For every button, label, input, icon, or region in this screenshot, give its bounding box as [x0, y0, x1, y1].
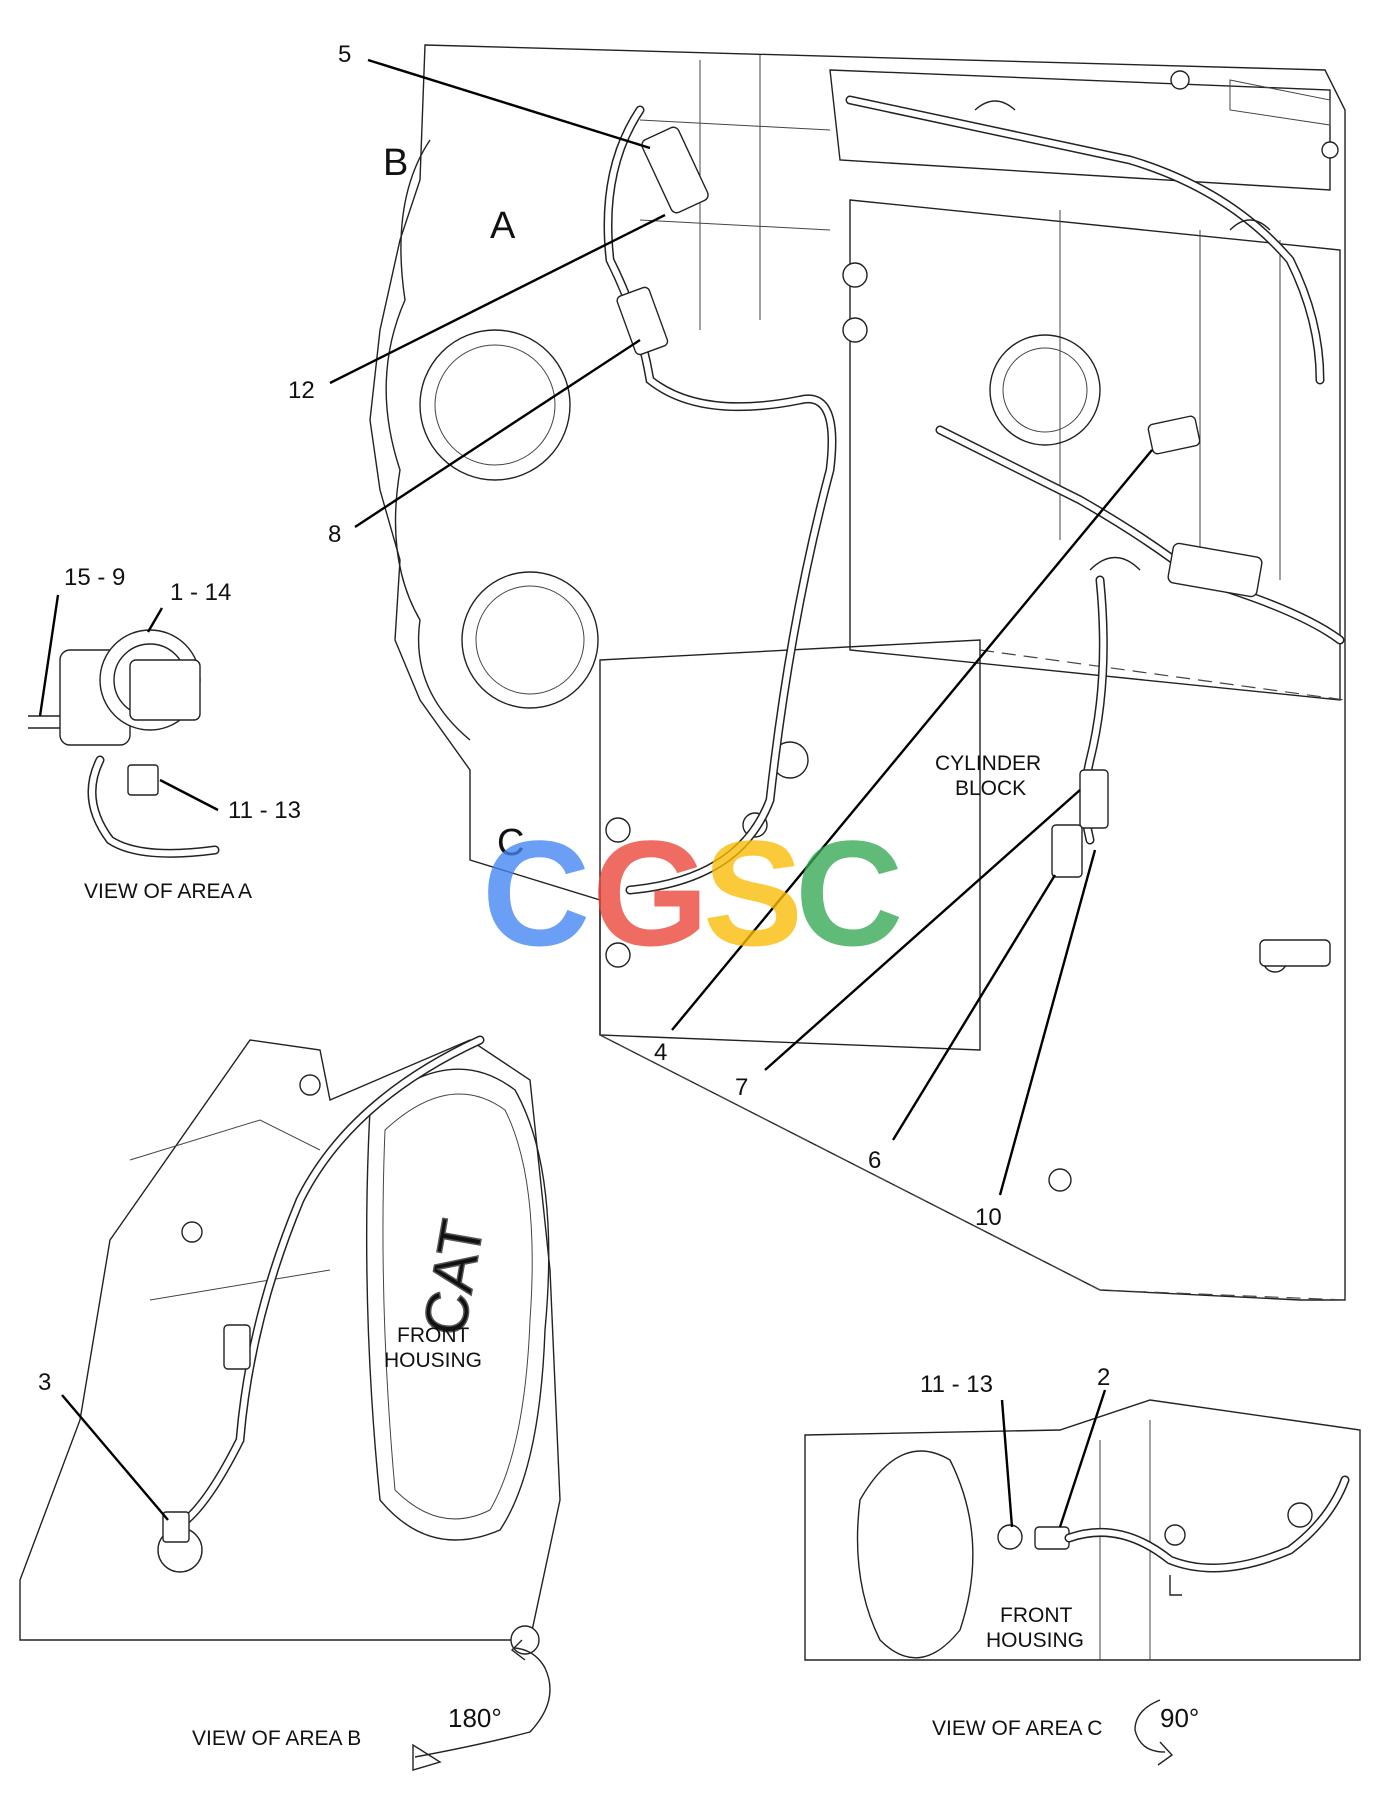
callout-7: 7 [735, 1074, 748, 1101]
watermark-letter-1: C [482, 809, 590, 977]
brand-mark-text: CAT [410, 1215, 496, 1340]
callout-2: 2 [1097, 1364, 1110, 1391]
area-letter-a: A [490, 205, 516, 247]
callout-3: 3 [38, 1369, 51, 1396]
area-letter-b: B [383, 142, 408, 184]
caption-view-area-b: VIEW OF AREA B [192, 1727, 361, 1750]
callout-12: 12 [288, 377, 315, 404]
rotation-90-label: 90° [1160, 1703, 1199, 1733]
callout-1-14: 1 - 14 [170, 579, 231, 606]
rotation-arrow-c: 90° [1134, 1699, 1199, 1766]
callout-6: 6 [868, 1147, 881, 1174]
main-engine-view [369, 44, 1346, 1301]
front-housing-c-label-line1: FRONT [1000, 1604, 1072, 1627]
rotation-180-label: 180° [448, 1703, 502, 1733]
view-area-c-drawing [804, 1399, 1361, 1661]
watermark-letter-4: C [795, 809, 903, 977]
leader-lines [38, 58, 1153, 1528]
callout-10: 10 [975, 1204, 1002, 1231]
front-housing-b-label-line2: HOUSING [384, 1349, 482, 1372]
front-housing-b-label-line1: FRONT [397, 1324, 469, 1347]
watermark-letter-3: S [703, 809, 803, 977]
watermark-letter-2: G [592, 809, 709, 977]
view-area-b-drawing: CAT [19, 1035, 561, 1655]
callout-15-9: 15 - 9 [64, 564, 125, 591]
cgsc-watermark: C G S C [482, 809, 903, 977]
view-area-a-drawing [28, 629, 220, 858]
area-letter-c: C [497, 822, 524, 864]
cylinder-block-label-line2: BLOCK [955, 777, 1026, 800]
callout-11-13-c: 11 - 13 [920, 1371, 993, 1398]
callout-4: 4 [654, 1039, 667, 1066]
caption-view-area-a: VIEW OF AREA A [84, 880, 252, 903]
cylinder-block-label-line1: CYLINDER [935, 752, 1041, 775]
callout-8: 8 [328, 521, 341, 548]
callout-5: 5 [338, 41, 351, 68]
front-housing-c-label-line2: HOUSING [986, 1629, 1084, 1652]
callout-11-13-a: 11 - 13 [228, 797, 301, 824]
rotation-arrow-b: 180° [412, 1639, 551, 1771]
caption-view-area-c: VIEW OF AREA C [932, 1717, 1102, 1740]
